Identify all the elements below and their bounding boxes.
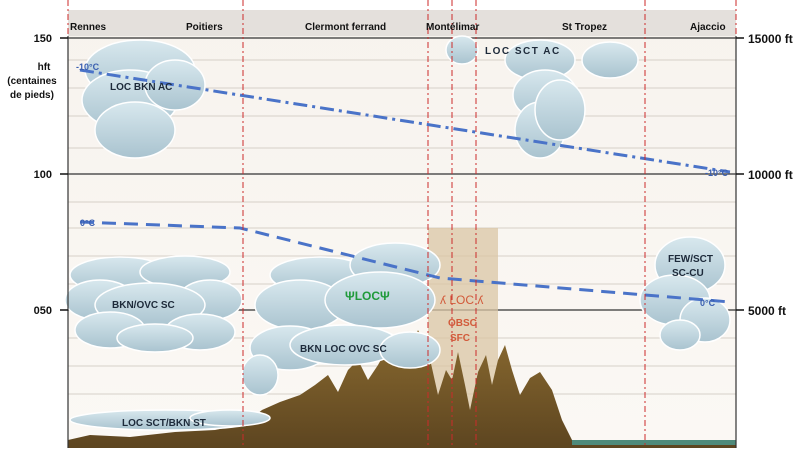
sfc-label: SFC: [450, 333, 470, 344]
label-few-sct: FEW/SCT: [668, 254, 713, 265]
label-bkn-ovc-sc: BKN/OVC SC: [112, 300, 175, 311]
isotherm-zero-right-label: 0°C: [700, 298, 716, 308]
city-clermont: Clermont ferrand: [305, 22, 386, 33]
label-bkn-loc-ovc-sc: BKN LOC OVC SC: [300, 344, 387, 355]
left-axis-title-3: de pieds): [10, 90, 54, 101]
storm-label: ʎ LOC ʎ: [440, 293, 483, 307]
terrain-profile: [68, 330, 736, 448]
left-tick-150: 150: [34, 33, 52, 45]
label-loc-sct-bkn-st: LOC SCT/BKN ST: [122, 418, 206, 429]
label-loc-sct-ac: LOC SCT AC: [485, 46, 561, 57]
cloud-bkn-ovc-sc-left: [64, 255, 243, 353]
city-poitiers: Poitiers: [186, 22, 223, 33]
cloud-loc-sct-bkn-st: [69, 409, 271, 431]
left-tick-100: 100: [34, 169, 52, 181]
tick-marks: [60, 37, 744, 311]
cloud-few-sct: [639, 236, 731, 351]
right-tick-10000: 10000 ft: [748, 168, 793, 182]
isotherm-minus10: [79, 68, 731, 174]
header-band: [68, 10, 736, 36]
left-axis-title-1: hft: [38, 62, 51, 73]
left-axis-title-2: (centaines: [7, 76, 57, 87]
left-tick-050: 050: [34, 305, 52, 317]
showers-label: ΨLOCΨ: [345, 289, 390, 303]
label-loc-bkn-ac: LOC BKN AC: [110, 82, 172, 93]
right-tick-15000: 15000 ft: [748, 32, 793, 46]
isotherm-minus10-right-label: -10°C: [705, 168, 729, 178]
obsc-label: OBSC: [448, 318, 477, 329]
isotherm-minus10-left-label: -10°C: [76, 62, 100, 72]
cloud-bkn-loc-ovc-sc: [241, 242, 441, 396]
city-montelimar: Montélimar: [426, 22, 479, 33]
label-sc-cu: SC-CU: [672, 268, 704, 279]
right-tick-5000: 5000 ft: [748, 304, 786, 318]
city-ajaccio: Ajaccio: [690, 22, 726, 33]
isotherm-zero: [79, 220, 731, 304]
city-rennes: Rennes: [70, 22, 107, 33]
isotherm-zero-left-label: 0°C: [80, 218, 96, 228]
sea-strip: [572, 440, 736, 445]
cloud-loc-sct-ac: [445, 35, 639, 159]
city-st-tropez: St Tropez: [562, 22, 607, 33]
